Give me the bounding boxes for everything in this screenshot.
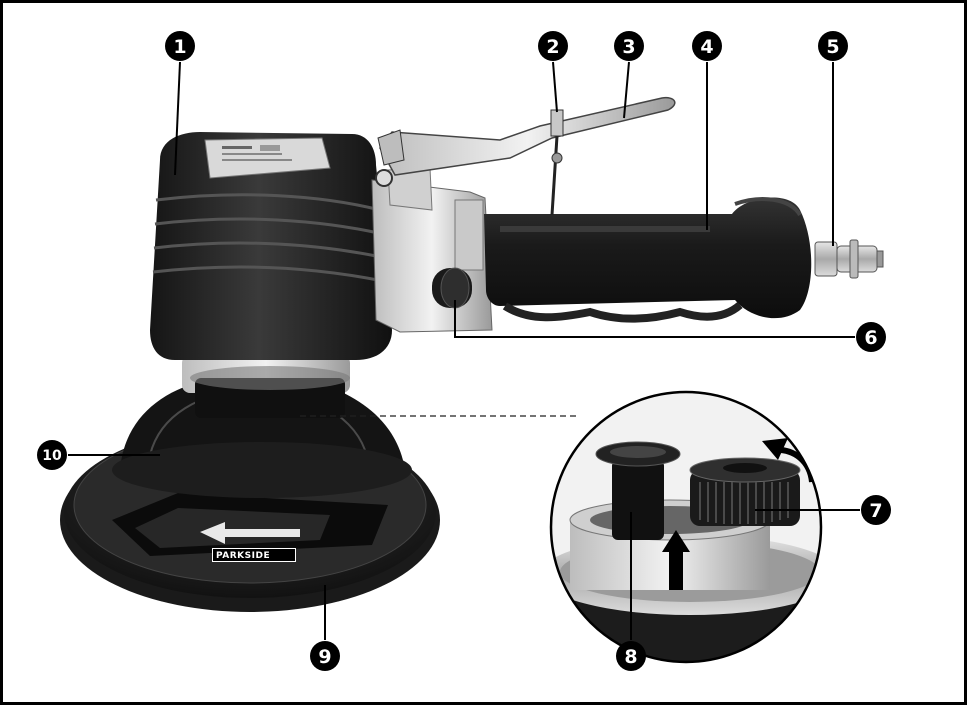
callout-3-label: 3 xyxy=(622,36,635,58)
callout-3: 3 xyxy=(614,31,644,61)
air-inlet-connector xyxy=(814,239,884,279)
callout-10-label: 10 xyxy=(42,448,62,464)
callout-10: 10 xyxy=(37,440,67,470)
leader-lines xyxy=(68,61,860,640)
motor-housing xyxy=(150,132,392,360)
callout-4-label: 4 xyxy=(700,36,713,58)
handle-grip xyxy=(484,197,812,323)
callout-2-label: 2 xyxy=(546,36,559,58)
callout-8: 8 xyxy=(616,641,646,671)
callout-9-label: 9 xyxy=(318,646,331,668)
callout-7: 7 xyxy=(861,495,891,525)
callout-1-label: 1 xyxy=(173,36,186,58)
callout-9: 9 xyxy=(310,641,340,671)
callout-5: 5 xyxy=(818,31,848,61)
pad-brand-label: PARKSIDE xyxy=(216,551,270,561)
callout-8-label: 8 xyxy=(624,646,637,668)
callout-2: 2 xyxy=(538,31,568,61)
callout-4: 4 xyxy=(692,31,722,61)
push-up-arrow-icon xyxy=(662,530,690,590)
speed-control-knob xyxy=(432,267,472,309)
callout-7-label: 7 xyxy=(869,500,882,522)
trigger-lever xyxy=(375,96,676,187)
callout-5-label: 5 xyxy=(826,36,839,58)
rotation-direction-arrow-icon xyxy=(200,522,300,544)
callout-1: 1 xyxy=(165,31,195,61)
spindle-collar xyxy=(182,355,350,418)
callout-6: 6 xyxy=(856,322,886,352)
callout-6-label: 6 xyxy=(864,327,877,349)
